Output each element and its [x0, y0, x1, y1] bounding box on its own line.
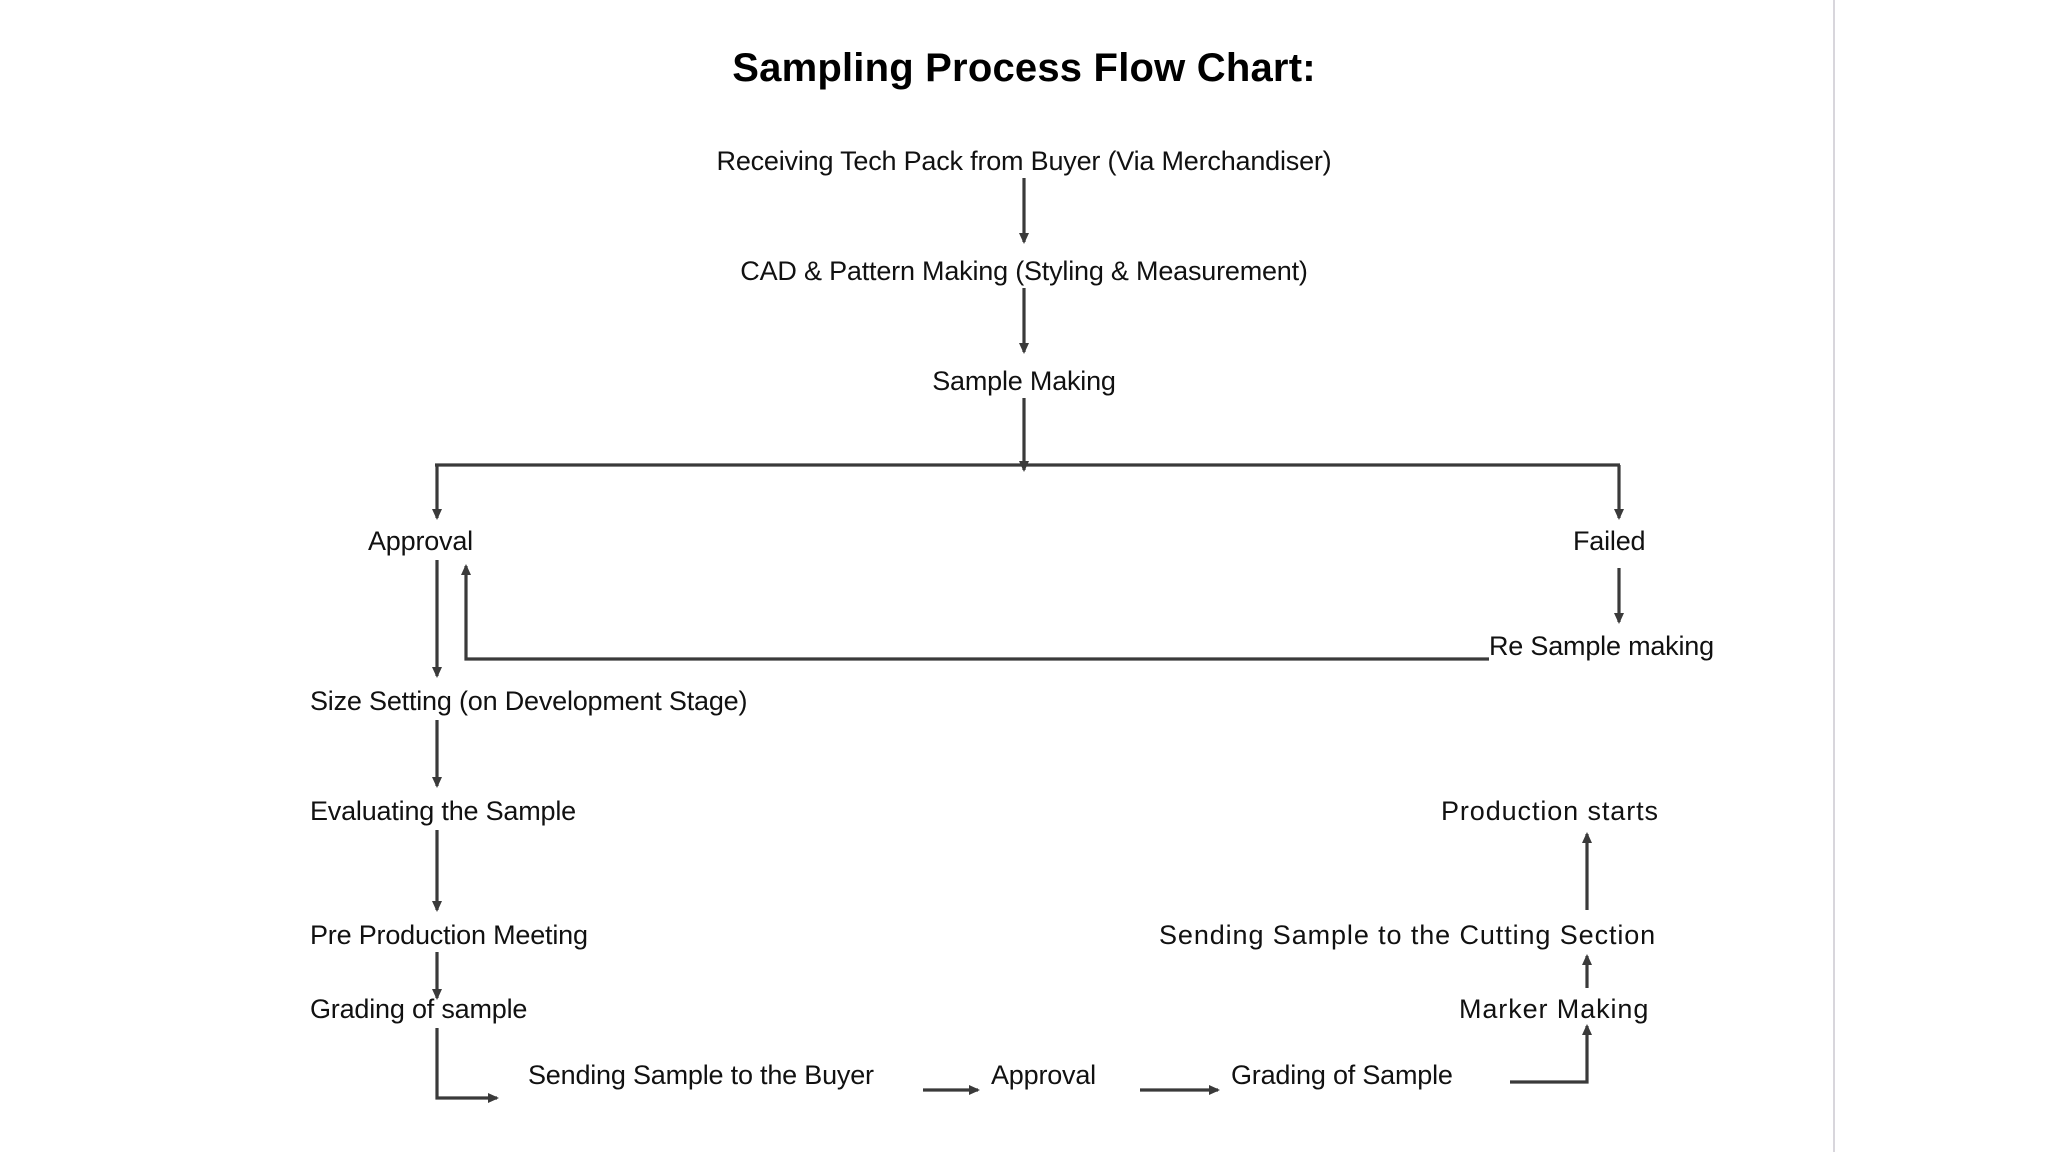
node-sending-sample-to-cutting: Sending Sample to the Cutting Section: [1159, 920, 1657, 950]
edge-grading-bottom-to-marker: [1510, 1024, 1592, 1084]
node-re-sample-making: Re Sample making: [1489, 631, 1714, 661]
node-grading-of-sample-left: Grading of sample: [310, 994, 528, 1024]
node-marker-making: Marker Making: [1459, 994, 1650, 1024]
node-failed-branch: Failed: [1573, 526, 1646, 556]
node-receiving-tech-pack: Receiving Tech Pack from Buyer (Via Merc…: [716, 146, 1332, 176]
node-cad-pattern-making: CAD & Pattern Making (Styling & Measurem…: [740, 256, 1308, 286]
node-size-setting: Size Setting (on Development Stage): [310, 686, 748, 716]
node-sample-making: Sample Making: [932, 366, 1116, 396]
edge-resample-to-approval: [461, 564, 1489, 661]
right-page-divider: [1833, 0, 1835, 1152]
node-approval-bottom: Approval: [991, 1060, 1096, 1090]
node-grading-of-sample-bottom: Grading of Sample: [1231, 1060, 1453, 1090]
node-evaluating-the-sample: Evaluating the Sample: [310, 796, 576, 826]
node-production-starts: Production starts: [1441, 796, 1659, 826]
edge-grading-to-sending-buyer: [435, 1028, 499, 1103]
node-sending-sample-to-buyer: Sending Sample to the Buyer: [528, 1060, 874, 1090]
node-approval-branch: Approval: [368, 526, 473, 556]
node-pre-production-meeting: Pre Production Meeting: [310, 920, 588, 950]
page-title: Sampling Process Flow Chart:: [732, 46, 1316, 90]
